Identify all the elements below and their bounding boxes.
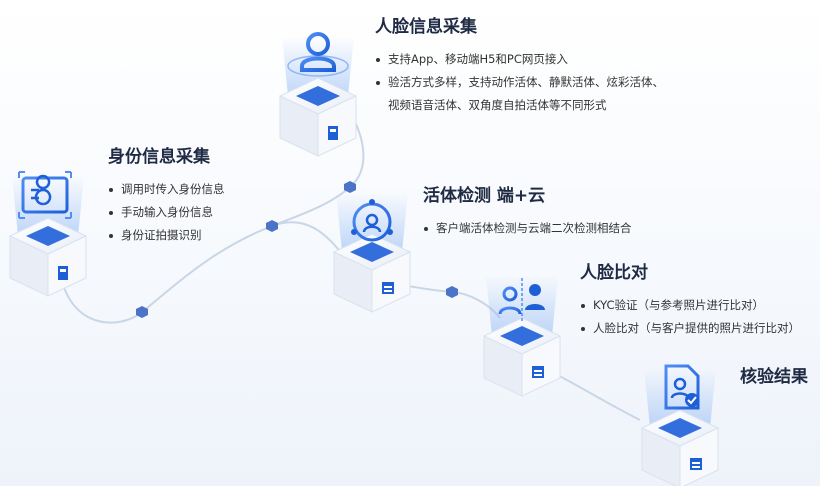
step-verify: 核验结果 (740, 366, 808, 388)
bullet-list: 支持App、移动端H5和PC网页接入 验活方式多样，支持动作活体、静默活体、炫彩… (375, 48, 664, 117)
step-liveness: 活体检测 端+云 客户端活体检测与云端二次检测相结合 (423, 185, 632, 240)
bullet-item: 客户端活体检测与云端二次检测相结合 (423, 217, 632, 240)
connector-node (446, 286, 458, 298)
bullet-list: KYC验证（与参考照片进行比对） 人脸比对（与客户提供的照片进行比对） (580, 294, 800, 340)
step-box-liveness (332, 192, 412, 313)
verify-shield-icon (664, 364, 700, 410)
bullet-item: 身份证拍摄识别 (108, 224, 225, 247)
step-title: 身份信息采集 (108, 147, 210, 167)
bullet-item: 支持App、移动端H5和PC网页接入 (375, 48, 664, 71)
bullet-item: 验活方式多样，支持动作活体、静默活体、炫彩活体、 (375, 71, 664, 94)
step-face-compare: 人脸比对 KYC验证（与参考照片进行比对） 人脸比对（与客户提供的照片进行比对） (580, 262, 800, 340)
id-card-icon (18, 171, 72, 219)
connector-node (136, 306, 148, 318)
step-box-verify (640, 368, 720, 486)
bullet-item: 人脸比对（与客户提供的照片进行比对） (580, 317, 800, 340)
bullet-continuation: 视频语音活体、双角度自拍活体等不同形式 (388, 98, 607, 112)
bullet-list: 客户端活体检测与云端二次检测相结合 (423, 217, 632, 240)
face-compare-icon (498, 278, 545, 322)
connector-node (266, 220, 278, 232)
step-id-collect: 身份信息采集 调用时传入身份信息 手动输入身份信息 身份证拍摄识别 (108, 146, 225, 247)
step-title: 人脸信息采集 (375, 17, 477, 37)
step-title: 核验结果 (740, 367, 808, 387)
face-user-icon (287, 32, 349, 77)
bullet-item: 调用时传入身份信息 (108, 178, 225, 201)
step-face-collect: 人脸信息采集 支持App、移动端H5和PC网页接入 验活方式多样，支持动作活体、… (375, 16, 664, 117)
step-title: 人脸比对 (580, 263, 648, 283)
bullet-item: KYC验证（与参考照片进行比对） (580, 294, 800, 317)
connector-node (344, 181, 356, 193)
step-title: 活体检测 端+云 (423, 186, 546, 206)
step-box-face-collect (278, 36, 358, 157)
bullet-list: 调用时传入身份信息 手动输入身份信息 身份证拍摄识别 (108, 178, 225, 247)
step-box-id-collect (8, 176, 88, 297)
liveness-network-icon (351, 199, 393, 242)
bullet-item: 手动输入身份信息 (108, 201, 225, 224)
